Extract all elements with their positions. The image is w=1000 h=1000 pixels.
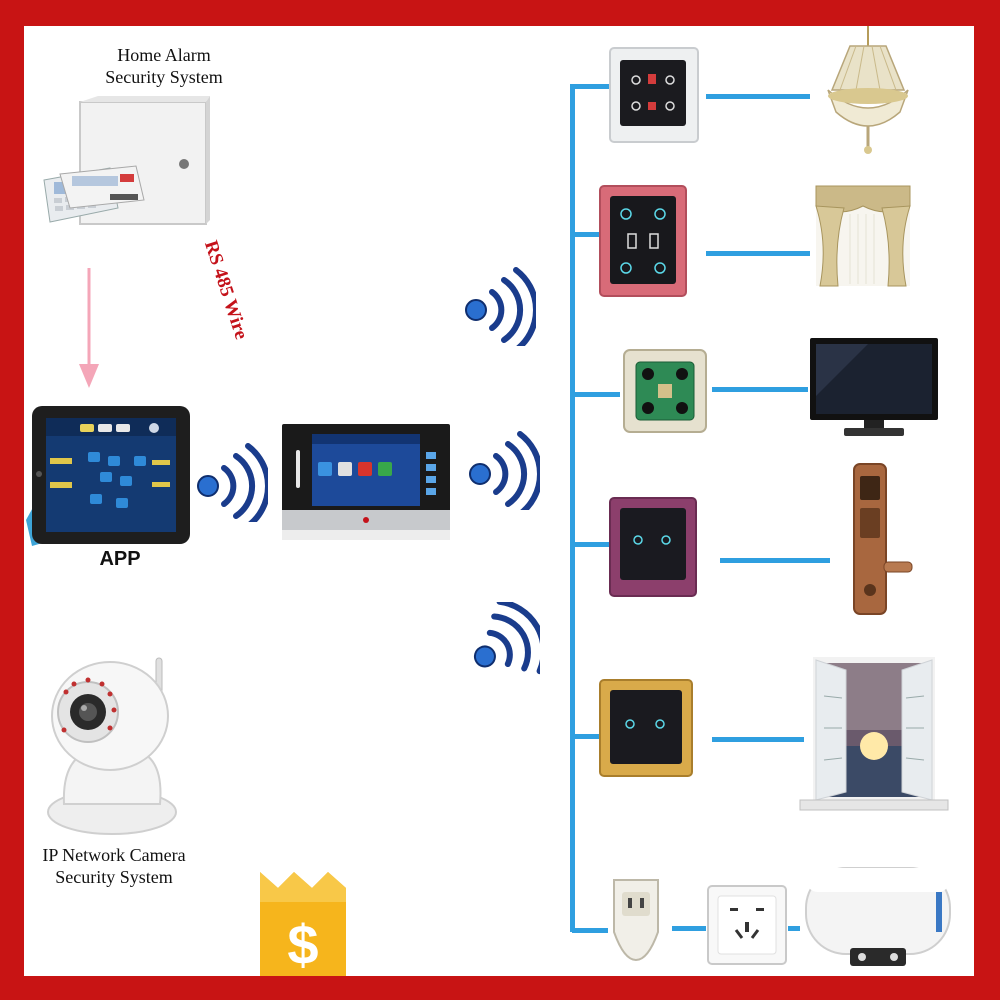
gateway-panel-icon (282, 424, 450, 540)
camera-label: IP Network Camera Security System (24, 844, 204, 888)
bus-stub (572, 542, 612, 547)
price-tag-icon: $ (260, 872, 346, 976)
door-lock-icon (853, 463, 913, 615)
alarm-panel-icon (43, 96, 210, 225)
wire-switch3-tv (712, 387, 808, 392)
wire-socket-heater (788, 926, 800, 931)
tablet-icon (26, 406, 190, 546)
water-heater-icon (805, 867, 951, 966)
bus-stub (572, 392, 620, 397)
wifi-signal-icon (465, 267, 536, 346)
wire-plug-socket (672, 926, 706, 931)
wall-socket-icon (707, 885, 787, 965)
app-label: APP (99, 548, 141, 570)
rs485-label: RS 485 Wire (200, 238, 252, 342)
bus-stub (572, 734, 602, 739)
bus-stub (572, 232, 602, 237)
down-arrow (79, 268, 99, 388)
wifi-signal-icon (473, 602, 540, 675)
wifi-signal-icon (197, 443, 268, 522)
alarm-label: Home Alarm Security System (84, 44, 244, 88)
touch-switch-4 (609, 497, 697, 597)
curtain-icon (815, 185, 911, 287)
plug-adapter-icon (613, 879, 659, 962)
alarm-label-line2: Security System (105, 67, 223, 87)
wire-switch4-lock (720, 558, 830, 563)
touch-switch-1 (609, 47, 699, 143)
touch-switch-2 (599, 185, 687, 297)
alarm-label-line1: Home Alarm (117, 45, 211, 65)
switch-module-3 (623, 349, 707, 433)
camera-label-line2: Security System (55, 867, 173, 887)
camera-label-line1: IP Network Camera (42, 845, 186, 865)
tv-icon (810, 338, 938, 436)
chandelier-icon (827, 26, 909, 154)
bus-stub (572, 84, 610, 89)
diagram-canvas: Home Alarm Security System RS 485 Wire (24, 26, 974, 976)
touch-switch-5 (599, 679, 693, 777)
bus-line (570, 84, 575, 932)
wire-switch2-curtain (706, 251, 810, 256)
wifi-signal-icon (469, 431, 540, 510)
svg-text:$: $ (287, 913, 318, 976)
window-icon (799, 657, 949, 811)
wire-switch1-chandelier (706, 94, 810, 99)
ip-camera-icon (47, 657, 177, 835)
bus-stub (572, 928, 608, 933)
wire-switch5-window (712, 737, 804, 742)
